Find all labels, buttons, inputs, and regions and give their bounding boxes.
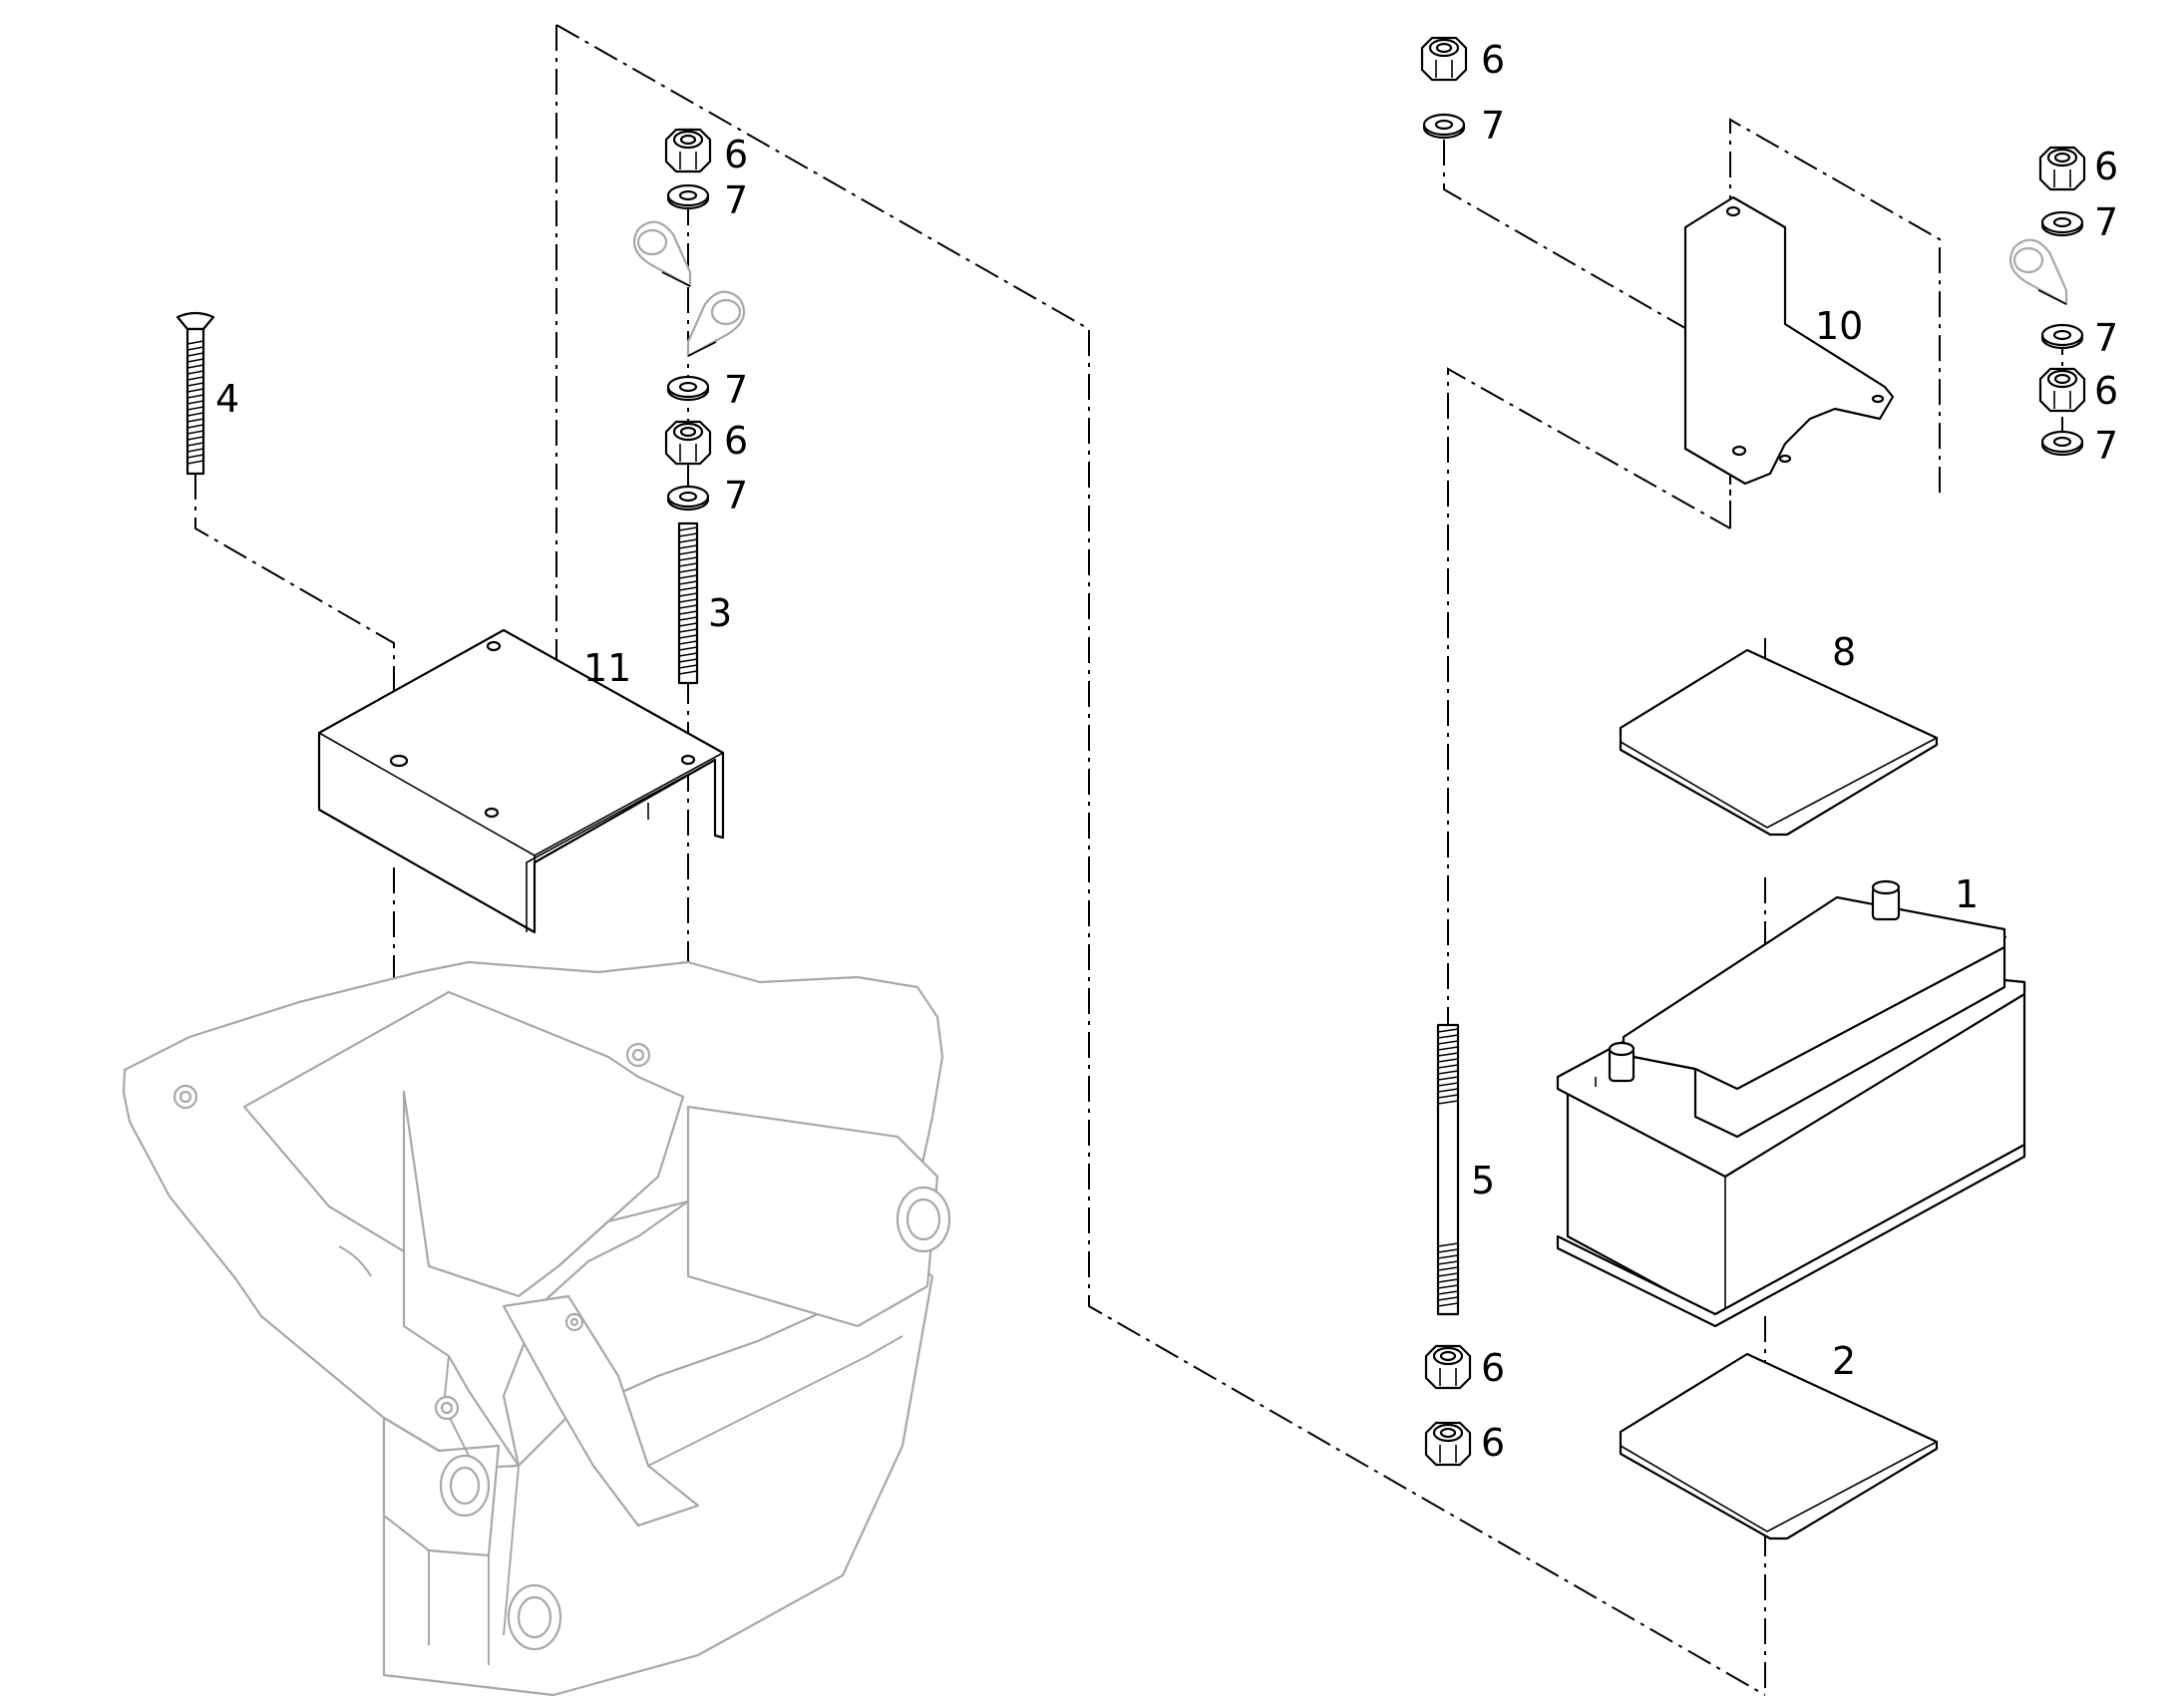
callout-6: 6: [2094, 145, 2118, 188]
washer-right-1: [2040, 210, 2084, 237]
callout-6: 6: [2094, 369, 2118, 413]
callout-5: 5: [1471, 1159, 1495, 1202]
washer-right-2: [2040, 323, 2084, 350]
nut-left-mid: [664, 420, 712, 466]
callout-7: 7: [724, 178, 748, 222]
nut-right-mid: [2038, 367, 2086, 413]
callout-6: 6: [724, 419, 748, 463]
washer-center-top: [1422, 113, 1466, 140]
clamp-right: [2008, 238, 2068, 306]
callouts: 6 7 7 6 7 3 4 11 6 7 10 6 7 7 6 7 8 1 5 …: [215, 38, 2118, 1465]
bracket-11: [317, 628, 725, 934]
washer-left-1: [666, 183, 710, 210]
callout-8: 8: [1832, 630, 1856, 674]
clamp-left-lower: [686, 290, 746, 358]
clamp-left-upper: [632, 220, 692, 288]
callout-7: 7: [2094, 424, 2118, 468]
callout-2: 2: [1832, 1339, 1856, 1383]
pad-8: [1619, 648, 1939, 837]
callout-11: 11: [583, 646, 631, 690]
nut-bottom-2: [1424, 1421, 1472, 1467]
callout-6: 6: [1481, 1346, 1505, 1390]
hardware-right-stack: [2008, 146, 2086, 457]
hardware-left-stack: [632, 128, 746, 512]
stud-3: [677, 521, 699, 685]
washer-right-3: [2040, 430, 2084, 457]
callout-7: 7: [724, 368, 748, 412]
callout-6: 6: [1481, 1421, 1505, 1465]
battery-1: [1556, 879, 2026, 1328]
callout-7: 7: [2094, 316, 2118, 360]
hardware-bottom-center: [1424, 1344, 1472, 1467]
hardware-top-center: [1420, 36, 1468, 140]
callout-7: 7: [1481, 104, 1505, 148]
nut-center-top: [1420, 36, 1468, 82]
callout-4: 4: [215, 377, 239, 421]
callout-10: 10: [1815, 304, 1863, 348]
washer-left-3: [666, 485, 710, 512]
bracket-10: [1683, 195, 1895, 486]
callout-1: 1: [1955, 872, 1979, 916]
nut-right-top: [2038, 146, 2086, 191]
nut-bottom-1: [1424, 1344, 1472, 1390]
washer-left-2: [666, 375, 710, 402]
pad-2: [1619, 1352, 1939, 1540]
base-frame: [122, 960, 951, 1697]
rod-5: [1436, 1023, 1460, 1316]
callout-7: 7: [724, 474, 748, 517]
callout-3: 3: [708, 591, 732, 635]
nut-left-top: [664, 128, 712, 173]
bolt-4: [176, 311, 215, 476]
callout-7: 7: [2094, 200, 2118, 244]
callout-6: 6: [724, 133, 748, 176]
callout-6: 6: [1481, 38, 1505, 82]
